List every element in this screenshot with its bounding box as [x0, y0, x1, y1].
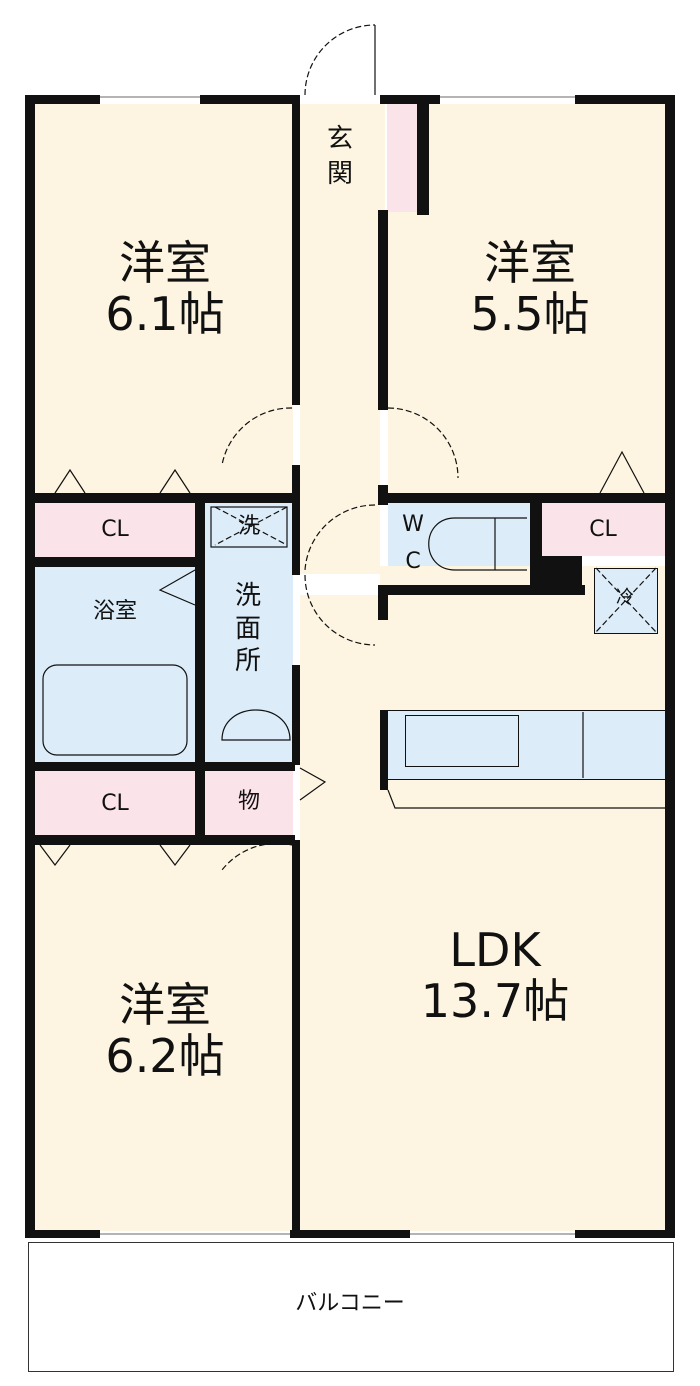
- room-size: 13.7帖: [420, 973, 570, 1028]
- door-icon: [304, 574, 376, 646]
- western-room-6-2: [35, 845, 293, 1231]
- room-name: 洋室: [119, 236, 211, 290]
- closet-left-top: [35, 503, 195, 557]
- kitchen-counter: [388, 710, 666, 780]
- closet-door-icon: [39, 844, 191, 866]
- wall: [575, 1230, 675, 1238]
- closet-left-bottom: [35, 771, 195, 835]
- entrance-door-icon: [304, 24, 376, 96]
- closet-label: CL: [589, 517, 617, 542]
- sink: [405, 715, 519, 767]
- wall: [292, 465, 300, 575]
- wall: [35, 762, 295, 771]
- bath-door-icon: [158, 569, 196, 606]
- western-room-6-1: [35, 104, 293, 494]
- bathroom-label: 浴室: [92, 599, 137, 624]
- toilet-label-w: W: [402, 512, 424, 537]
- room-name: 洋室: [119, 978, 211, 1032]
- entrance-shoe-closet: [387, 104, 417, 212]
- bathtub-icon: [42, 664, 188, 756]
- fridge-cross-icon: [595, 567, 657, 633]
- storage: [205, 771, 293, 835]
- room-name: 洋室: [484, 236, 576, 290]
- wall: [25, 95, 35, 1235]
- wall: [380, 710, 388, 790]
- washroom: [205, 503, 293, 762]
- wall: [385, 493, 675, 503]
- room-size: 6.1帖: [105, 286, 225, 341]
- fridge-label: 冷: [616, 587, 634, 608]
- room-name: LDK: [449, 923, 541, 977]
- wall: [385, 585, 585, 595]
- storage-door-icon: [299, 767, 327, 801]
- wall: [417, 95, 429, 215]
- room-size: 6.2帖: [105, 1028, 225, 1083]
- toilet-icon: [428, 517, 527, 571]
- western-room-a-label: 洋室 6.1帖: [60, 238, 270, 339]
- door-icon: [221, 842, 293, 871]
- closet-label: CL: [101, 517, 129, 542]
- western-room-5-5: [388, 104, 666, 494]
- ldk-label: LDK 13.7帖: [385, 925, 605, 1026]
- entrance: [300, 104, 385, 214]
- balcony-label: バルコニー: [295, 1291, 405, 1316]
- wall: [292, 665, 300, 765]
- wall: [35, 835, 295, 845]
- washer-cross-icon: [214, 506, 288, 546]
- washer-label: 洗: [237, 514, 260, 539]
- wall: [35, 493, 295, 503]
- ldk: [300, 595, 666, 1231]
- wall: [575, 95, 675, 104]
- wall: [195, 503, 205, 843]
- wall: [200, 95, 300, 104]
- door-icon: [221, 407, 293, 466]
- wall: [25, 95, 100, 104]
- wall: [290, 1230, 410, 1238]
- entrance-label: 玄関: [326, 124, 353, 190]
- room-size: 5.5帖: [470, 286, 590, 341]
- wall: [380, 95, 440, 104]
- closet-label: CL: [101, 791, 129, 816]
- basin-icon: [221, 709, 291, 741]
- wall: [542, 556, 582, 592]
- wall: [25, 1230, 100, 1238]
- wall: [292, 840, 300, 1235]
- closet-door-icon: [599, 450, 645, 494]
- door-icon: [304, 504, 376, 571]
- western-room-c-label: 洋室 6.2帖: [60, 980, 270, 1081]
- wall: [530, 503, 542, 593]
- wall: [35, 557, 205, 567]
- balcony: [28, 1242, 674, 1372]
- western-room-b-label: 洋室 5.5帖: [425, 238, 635, 339]
- door-icon: [387, 407, 459, 479]
- wall: [665, 95, 675, 1235]
- closet-right: [540, 503, 666, 556]
- washroom-label: 洗面所: [234, 581, 261, 676]
- wall: [378, 485, 388, 505]
- toilet-label-c: C: [405, 549, 421, 574]
- closet-door-icon: [54, 468, 191, 494]
- wall: [292, 95, 300, 405]
- wall: [378, 210, 388, 410]
- wall: [378, 585, 388, 620]
- storage-label: 物: [237, 789, 260, 814]
